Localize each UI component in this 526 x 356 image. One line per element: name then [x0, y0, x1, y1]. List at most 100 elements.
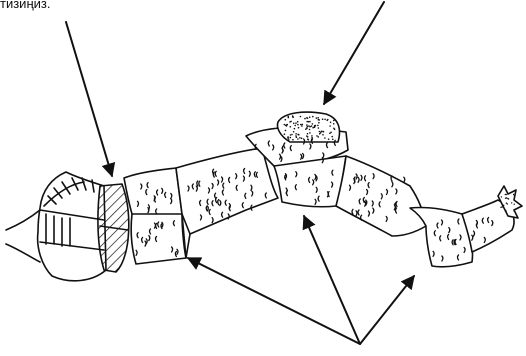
stipple-dot — [302, 124, 304, 126]
hatched-joint-segment — [98, 184, 129, 272]
stipple-dot — [318, 122, 320, 124]
arrow-to-tubercle — [324, 2, 384, 104]
segment-merus — [176, 148, 278, 234]
stipple-dot — [297, 124, 299, 126]
stipple-dot — [305, 128, 307, 130]
stipple-dot — [329, 133, 331, 135]
stipple-dot — [290, 134, 292, 136]
stipple-dot — [307, 136, 309, 138]
stipple-dot — [333, 128, 335, 130]
stipple-dot — [295, 135, 297, 137]
stipple-dot — [331, 136, 333, 138]
stipple-dot — [312, 127, 314, 129]
stipple-dot — [514, 210, 515, 211]
stipple-dot — [301, 125, 303, 127]
stipple-dot — [299, 137, 301, 139]
segment-propodus — [336, 156, 426, 236]
stipple-dot — [312, 116, 314, 118]
stipple-dot — [330, 122, 332, 124]
arrow-to-carpus — [304, 216, 360, 344]
stipple-dot — [333, 123, 335, 125]
stipple-dot — [319, 131, 321, 133]
stipple-dot — [285, 130, 287, 132]
stipple-dot — [297, 121, 299, 123]
stipple-dot — [507, 203, 508, 204]
stipple-dot — [322, 131, 324, 133]
stipple-dot — [300, 124, 302, 126]
stipple-dot — [326, 120, 328, 122]
stipple-dot — [287, 136, 289, 138]
stipple-dot — [513, 194, 514, 195]
stipple-dot — [309, 116, 311, 118]
stipple-dot — [501, 196, 502, 197]
stipple-dot — [292, 139, 294, 141]
stipple-dot — [324, 137, 326, 139]
stipple-dot — [505, 210, 506, 211]
stipple-dot — [298, 127, 300, 129]
stipple-dot — [297, 134, 299, 136]
stipple-dot — [293, 131, 295, 133]
stipple-dot — [290, 121, 292, 123]
stipple-dot — [503, 205, 504, 206]
stipple-dot — [317, 125, 319, 127]
hair-mark — [404, 177, 405, 182]
arrow-to-basis — [188, 258, 360, 344]
stipple-dot — [291, 134, 293, 136]
spine-tubercle — [278, 112, 340, 142]
stipple-dot — [294, 128, 296, 130]
stipple-dot — [301, 138, 303, 140]
stipple-dot — [295, 133, 297, 135]
stipple-dot — [285, 125, 287, 127]
stipple-dot — [322, 134, 324, 136]
stipple-dot — [307, 133, 309, 135]
stipple-dot — [293, 123, 295, 125]
stipple-dot — [316, 135, 318, 137]
stipple-dot — [304, 118, 306, 120]
arrow-to-distal — [360, 276, 414, 344]
leg-base-coxa — [6, 172, 106, 281]
stipple-dot — [318, 136, 320, 138]
stipple-dot — [333, 120, 335, 122]
stipple-dot — [290, 126, 292, 128]
stipple-dot — [290, 137, 292, 139]
stipple-dot — [309, 121, 311, 123]
stipple-dot — [514, 195, 515, 196]
stipple-dot — [288, 117, 290, 119]
stipple-dot — [297, 138, 299, 140]
stipple-dot — [314, 125, 316, 127]
stipple-dot — [295, 122, 297, 124]
stipple-dot — [288, 139, 290, 141]
stipple-dot — [308, 139, 310, 141]
stipple-dot — [312, 123, 314, 125]
stipple-dot — [284, 133, 286, 135]
stipple-dot — [514, 204, 515, 205]
stipple-dot — [311, 125, 313, 127]
stipple-dot — [318, 119, 320, 121]
stipple-dot — [306, 117, 308, 119]
stipple-dot — [317, 117, 319, 119]
stipple-dot — [308, 121, 310, 123]
stipple-dot — [501, 206, 502, 207]
stipple-dot — [332, 139, 334, 141]
stipple-dot — [294, 125, 296, 127]
stipple-dot — [284, 124, 286, 126]
stipple-dot — [309, 132, 311, 134]
stipple-dot — [324, 119, 326, 121]
stipple-dot — [292, 115, 294, 117]
stipple-dot — [316, 117, 318, 119]
stipple-dot — [311, 135, 313, 137]
stipple-dot — [300, 116, 302, 118]
stipple-dot — [328, 138, 330, 140]
stipple-dot — [320, 132, 322, 134]
stipple-dot — [321, 131, 323, 133]
stipple-dot — [285, 119, 287, 121]
stipple-dot — [505, 198, 506, 199]
stipple-dot — [309, 129, 311, 131]
stipple-dot — [309, 126, 311, 128]
stipple-dot — [506, 194, 507, 195]
stipple-dot — [307, 126, 309, 128]
stipple-dot — [329, 125, 331, 127]
stipple-dot — [306, 127, 308, 129]
